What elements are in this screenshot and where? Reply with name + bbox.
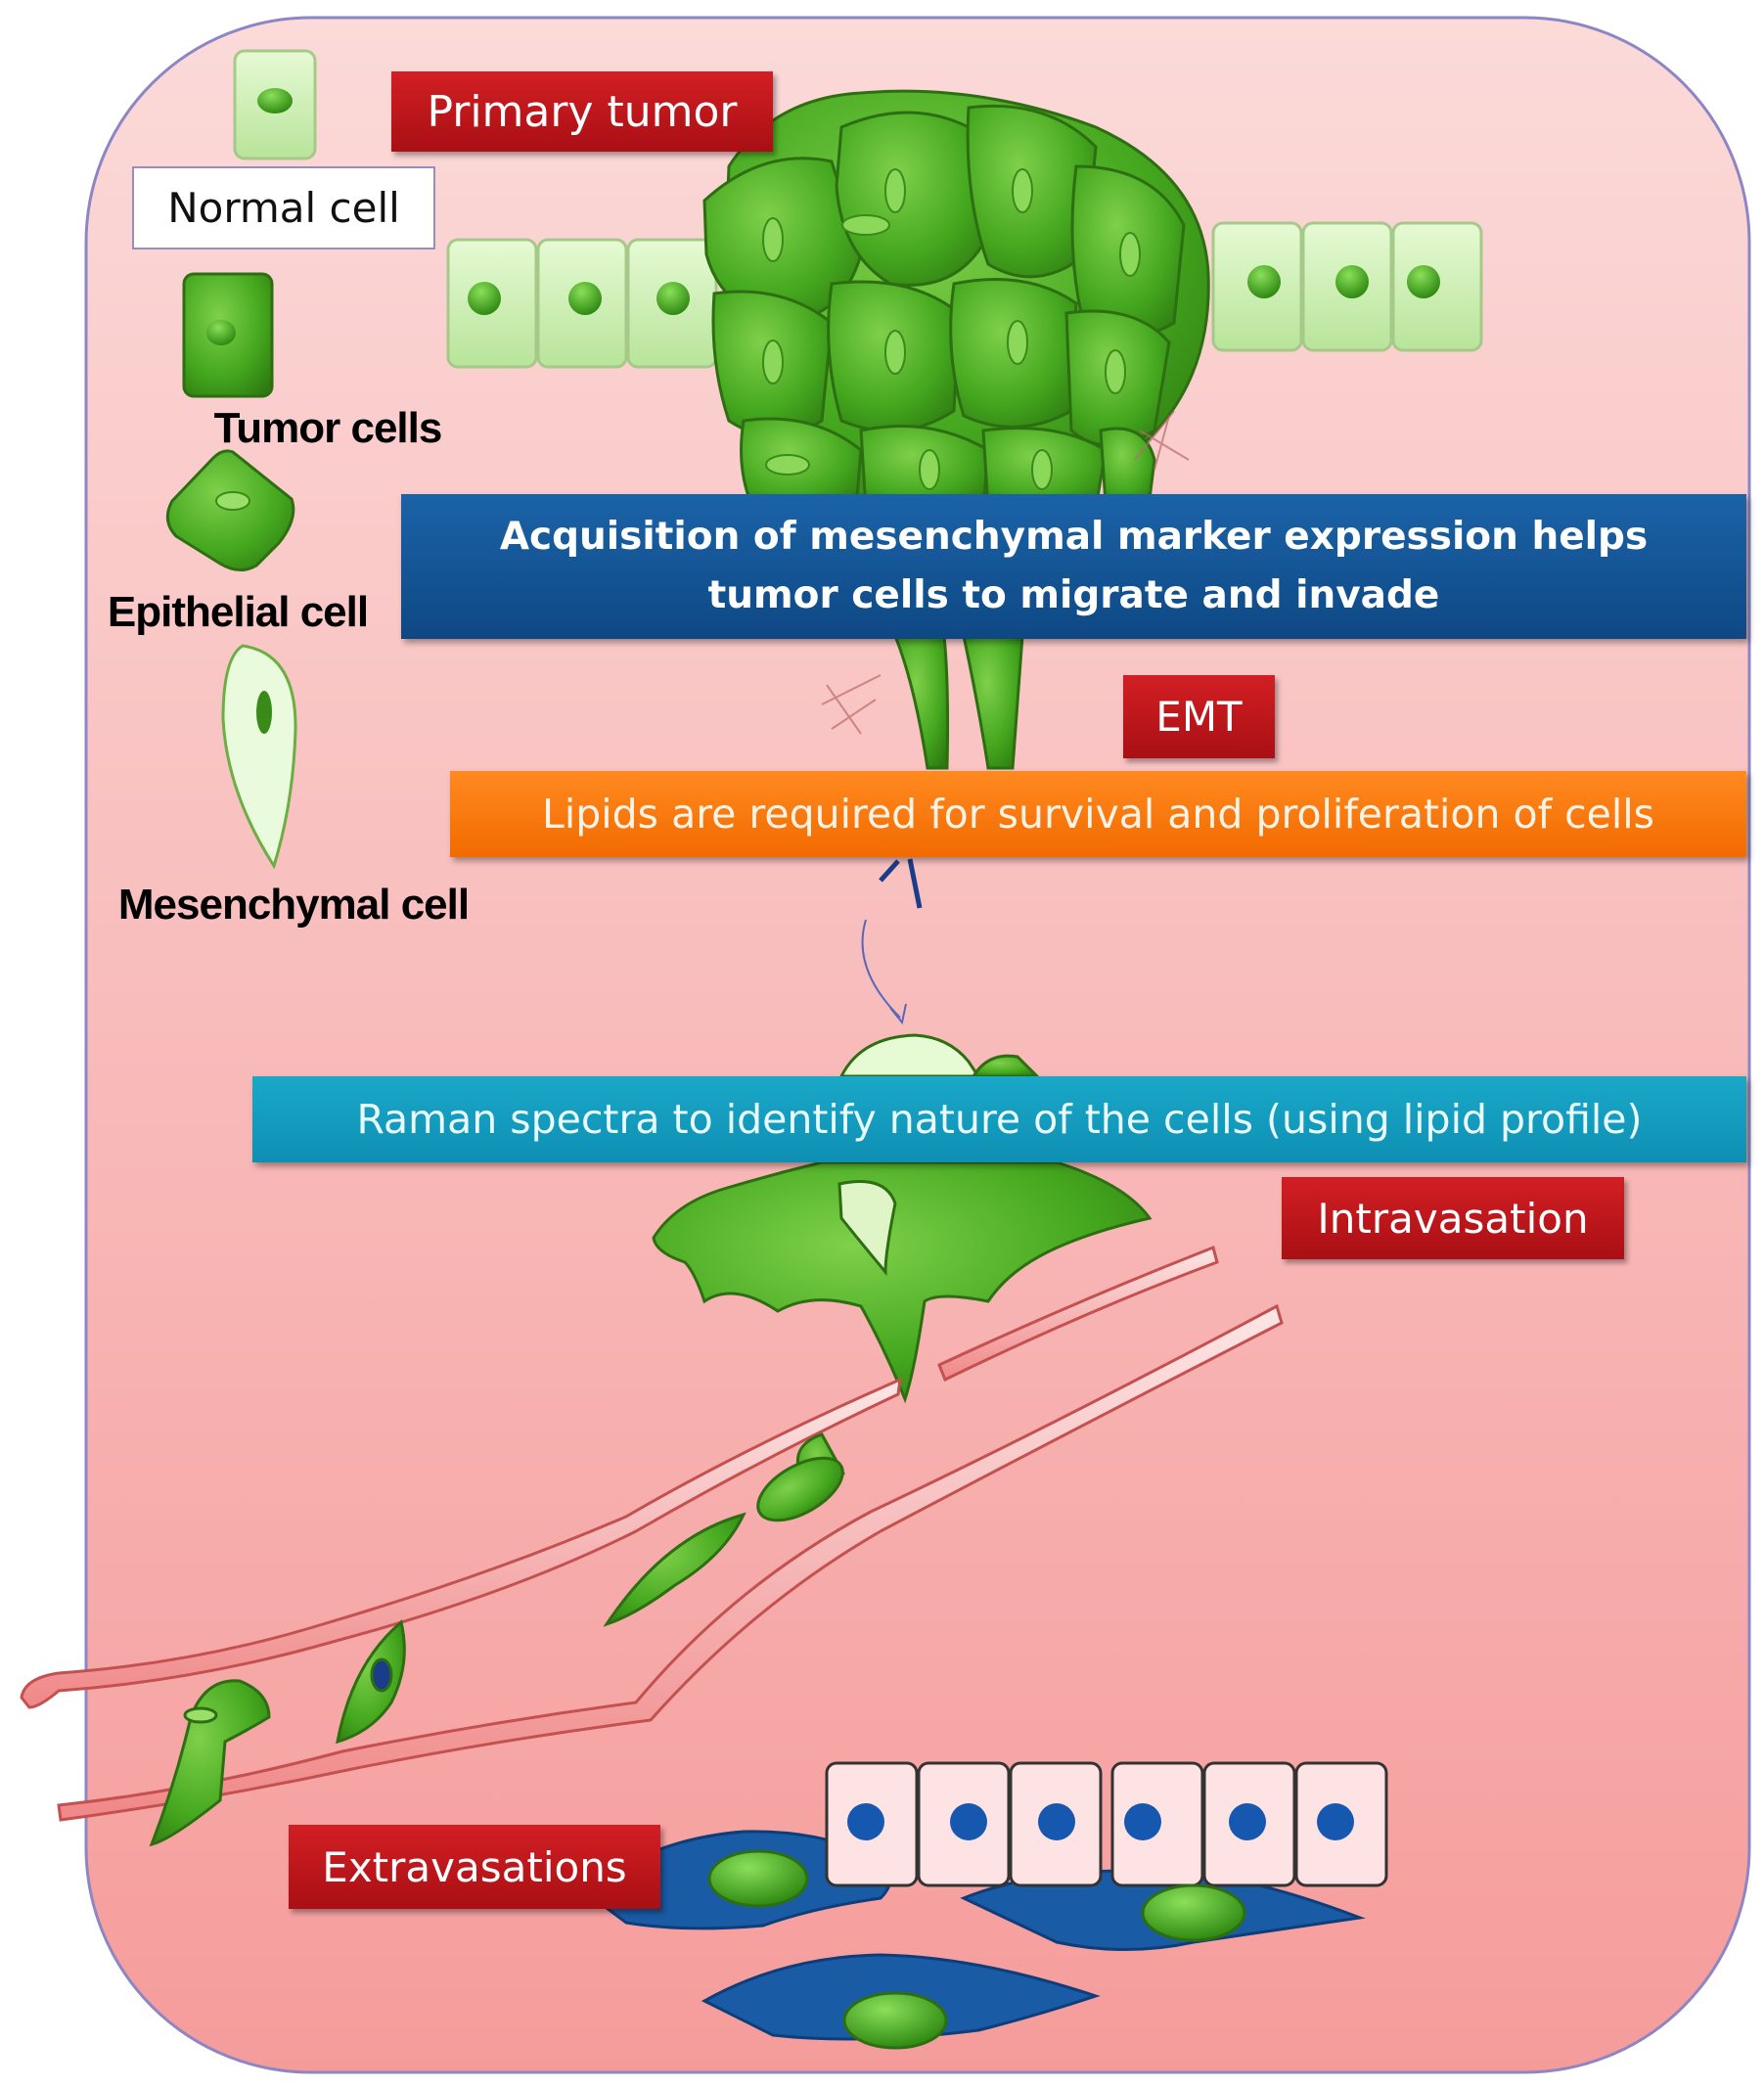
normal-cell-legend-icon (233, 49, 317, 160)
primary-tumor-label: Primary tumor (391, 71, 773, 152)
dark-blue-cell-fragment (879, 858, 923, 909)
epithelial-cell-label: Epithelial cell (107, 588, 369, 636)
epithelial-cell-legend-icon (165, 449, 295, 571)
primary-tumor-mass (702, 89, 1210, 511)
epithelial-cell-row (825, 1761, 1388, 1887)
mesenchymal-marker-banner: Acquisition of mesenchymal marker expres… (401, 494, 1746, 639)
mesenchymal-cell-label: Mesenchymal cell (117, 881, 470, 929)
circulating-tumor-cells (149, 1432, 845, 1847)
intravasation-label: Intravasation (1282, 1177, 1624, 1259)
normal-cell-row-right (1211, 221, 1483, 352)
blood-vessel (20, 1245, 1284, 1822)
extravasations-label: Extravasations (289, 1825, 660, 1909)
intravasating-tumor-cell (652, 1033, 1153, 1404)
migrating-mesenchymal-cells (892, 634, 1024, 770)
tumor-cell-legend-icon (182, 272, 274, 398)
lipids-banner: Lipids are required for survival and pro… (450, 771, 1746, 857)
raman-spectra-banner: Raman spectra to identify nature of the … (252, 1076, 1746, 1162)
emt-label: EMT (1123, 675, 1275, 758)
mesenchymal-cell-legend-icon (221, 644, 297, 870)
extravasated-tumor-cells (707, 1849, 1246, 2050)
normal-cell-label: Normal cell (132, 166, 435, 250)
tumor-nuclei (762, 168, 1141, 490)
stroma-fibers (821, 410, 1190, 735)
tumor-cells-label: Tumor cells (213, 404, 443, 452)
normal-cell-row-left (446, 238, 718, 369)
migration-arrow (861, 919, 901, 1019)
